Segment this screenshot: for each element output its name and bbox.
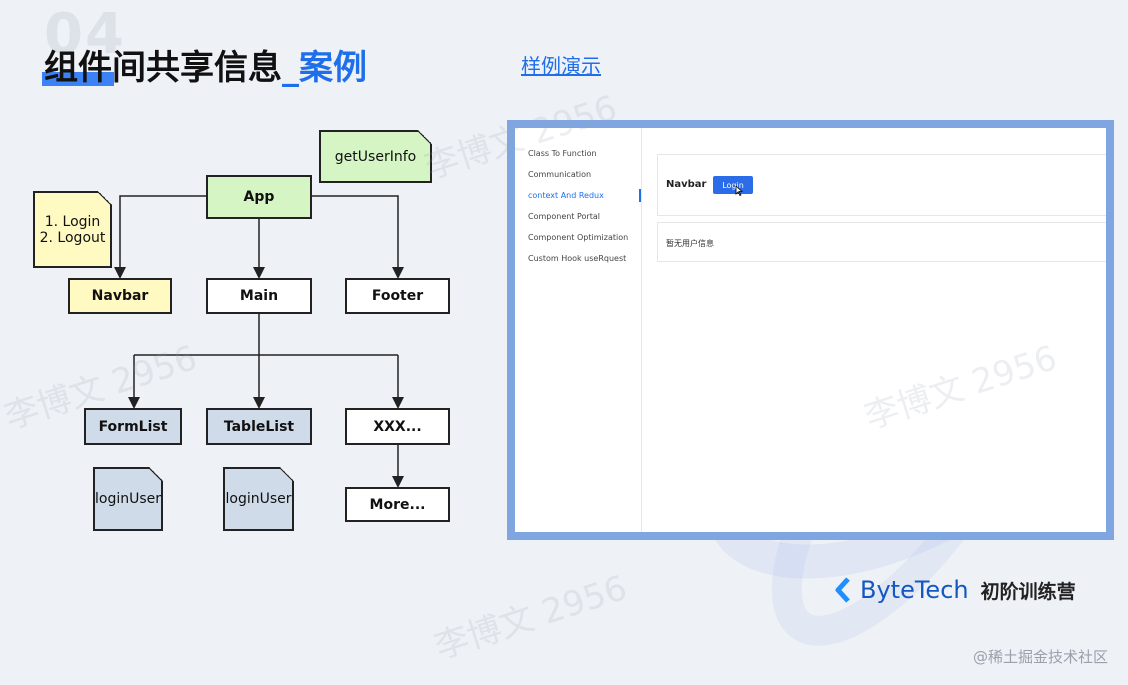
sidebar-item-context-and-redux[interactable]: context And Redux xyxy=(515,185,641,206)
node-main: Main xyxy=(206,278,312,314)
note-login: 1. Login xyxy=(44,213,101,230)
demo-browser-frame: Class To Function Communication context … xyxy=(507,120,1114,540)
note-loginuser-formlist: loginUser xyxy=(93,467,163,531)
note-logout: 2. Logout xyxy=(39,229,106,246)
note-loginuser-tablelist: loginUser xyxy=(223,467,294,531)
node-app: App xyxy=(206,175,312,219)
demo-login-button[interactable]: Login xyxy=(713,176,753,194)
brand-subtitle: 初阶训练营 xyxy=(980,580,1076,603)
note-login-logout: 1. Login 2. Logout xyxy=(33,191,112,268)
demo-navbar-label: Navbar xyxy=(666,179,707,190)
node-footer: Footer xyxy=(345,278,450,314)
sidebar-item-communication[interactable]: Communication xyxy=(528,170,592,179)
diagram-connectors xyxy=(114,195,404,488)
title-main: 组件间共享信息 xyxy=(44,48,282,88)
title-accent-bar xyxy=(42,72,114,86)
node-navbar: Navbar xyxy=(68,278,172,314)
sidebar-item-component-portal[interactable]: Component Portal xyxy=(528,212,600,221)
demo-app: Class To Function Communication context … xyxy=(515,128,1106,532)
demo-navbar-panel: Navbar Login xyxy=(657,154,1106,216)
note-getuserinfo: getUserInfo xyxy=(319,130,432,183)
bytetech-logo-icon xyxy=(835,577,850,603)
footer-credit: @稀土掘金技术社区 xyxy=(972,648,1108,666)
sidebar-item-component-optimization[interactable]: Component Optimization xyxy=(528,233,629,242)
title-accent: _案例 xyxy=(282,48,367,88)
page-title: 组件间共享信息_案例 xyxy=(44,40,367,89)
brand-logo-group: ByteTech 初阶训练营 xyxy=(834,576,1076,604)
brand-name: ByteTech xyxy=(860,576,969,604)
node-more: More... xyxy=(345,487,450,522)
mouse-pointer-icon xyxy=(735,186,743,196)
node-xxx: XXX... xyxy=(345,408,450,445)
sidebar-item-class-to-function[interactable]: Class To Function xyxy=(528,149,597,158)
slide-number: 04 xyxy=(44,2,126,67)
demo-userinfo-panel: 暂无用户信息 xyxy=(657,222,1106,262)
watermark: 李博文 2956 xyxy=(429,568,632,668)
sidebar-item-custom-hook[interactable]: Custom Hook useRquest xyxy=(528,254,627,263)
demo-link[interactable]: 样例演示 xyxy=(521,54,601,78)
node-formlist: FormList xyxy=(84,408,182,445)
demo-no-user-info: 暂无用户信息 xyxy=(666,239,714,248)
node-tablelist: TableList xyxy=(206,408,312,445)
demo-sidebar: Class To Function Communication context … xyxy=(515,128,642,532)
